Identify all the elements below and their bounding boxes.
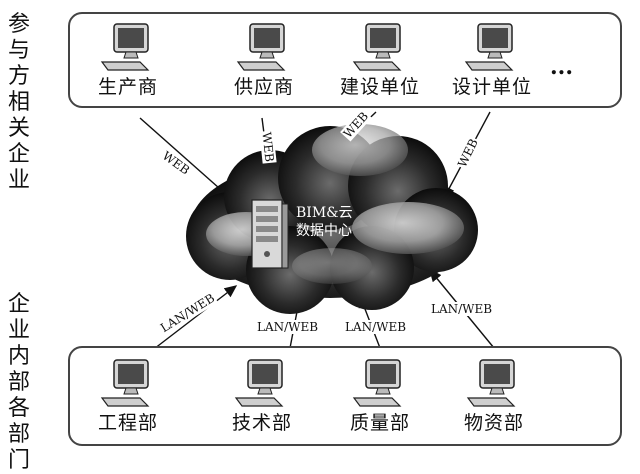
computer-icon [466, 359, 516, 407]
computer-icon [352, 23, 402, 71]
node-label: 质量部 [349, 412, 410, 434]
bottom-label-char: 各 [7, 396, 30, 421]
bottom-label-char: 部 [7, 422, 30, 447]
node-design-unit: 设计单位 [444, 22, 540, 98]
node-construction-unit: 建设单位 [332, 22, 428, 98]
bottom-label-char: 部 [7, 370, 30, 395]
node-technology-dept: 技术部 [214, 358, 310, 434]
top-label-char: 相 [7, 90, 30, 115]
node-label: 设计单位 [451, 76, 532, 98]
computer-icon [352, 359, 402, 407]
top-label-char: 企 [7, 142, 30, 167]
node-label: 技术部 [231, 412, 292, 434]
node-label: 生产商 [97, 76, 158, 98]
data-center-title: BIM&云 [296, 205, 353, 221]
data-center-label: BIM&云 数据中心 [296, 204, 376, 240]
top-label-char: 参 [7, 12, 30, 37]
computer-icon [464, 23, 514, 71]
node-label: 工程部 [97, 412, 158, 434]
top-label-char: 与 [7, 38, 30, 63]
computer-icon [100, 359, 150, 407]
top-label-char: 方 [7, 64, 30, 89]
network-diagram: 参 与 方 相 关 企 业 企 业 内 部 各 部 门 生产商 [4, 12, 622, 473]
computer-icon [236, 23, 286, 71]
node-label: 建设单位 [339, 76, 420, 98]
top-label-char: 关 [7, 116, 30, 141]
node-supplier: 供应商 [216, 22, 312, 98]
top-group-label: 参 与 方 相 关 企 业 [4, 12, 34, 194]
server-icon [251, 199, 289, 269]
bottom-label-char: 业 [7, 318, 30, 343]
edge-label-lan-web: LAN/WEB [430, 302, 494, 316]
node-label: 物资部 [463, 412, 524, 434]
node-producer: 生产商 [80, 22, 176, 98]
data-center-subtitle: 数据中心 [296, 223, 352, 239]
computer-icon [234, 359, 284, 407]
connection-lines [139, 111, 495, 353]
bottom-label-char: 门 [7, 448, 30, 473]
internal-departments-group: 工程部 技术部 质量部 [68, 346, 622, 446]
link-engineering [149, 285, 238, 353]
more-ellipsis: ... [550, 54, 573, 80]
external-parties-group: 生产商 供应商 建设单位 [68, 12, 622, 108]
bottom-label-char: 内 [7, 344, 30, 369]
edge-label-lan-web: LAN/WEB [256, 320, 320, 334]
computer-icon [100, 23, 150, 71]
bottom-label-char: 企 [7, 292, 30, 317]
top-label-char: 业 [7, 168, 30, 193]
node-label: 供应商 [233, 76, 294, 98]
link-producer [139, 117, 230, 197]
node-engineering-dept: 工程部 [80, 358, 176, 434]
node-materials-dept: 物资部 [446, 358, 542, 434]
edge-label-lan-web: LAN/WEB [344, 320, 408, 334]
bottom-group-label: 企 业 内 部 各 部 门 [4, 292, 34, 474]
node-quality-dept: 质量部 [332, 358, 428, 434]
